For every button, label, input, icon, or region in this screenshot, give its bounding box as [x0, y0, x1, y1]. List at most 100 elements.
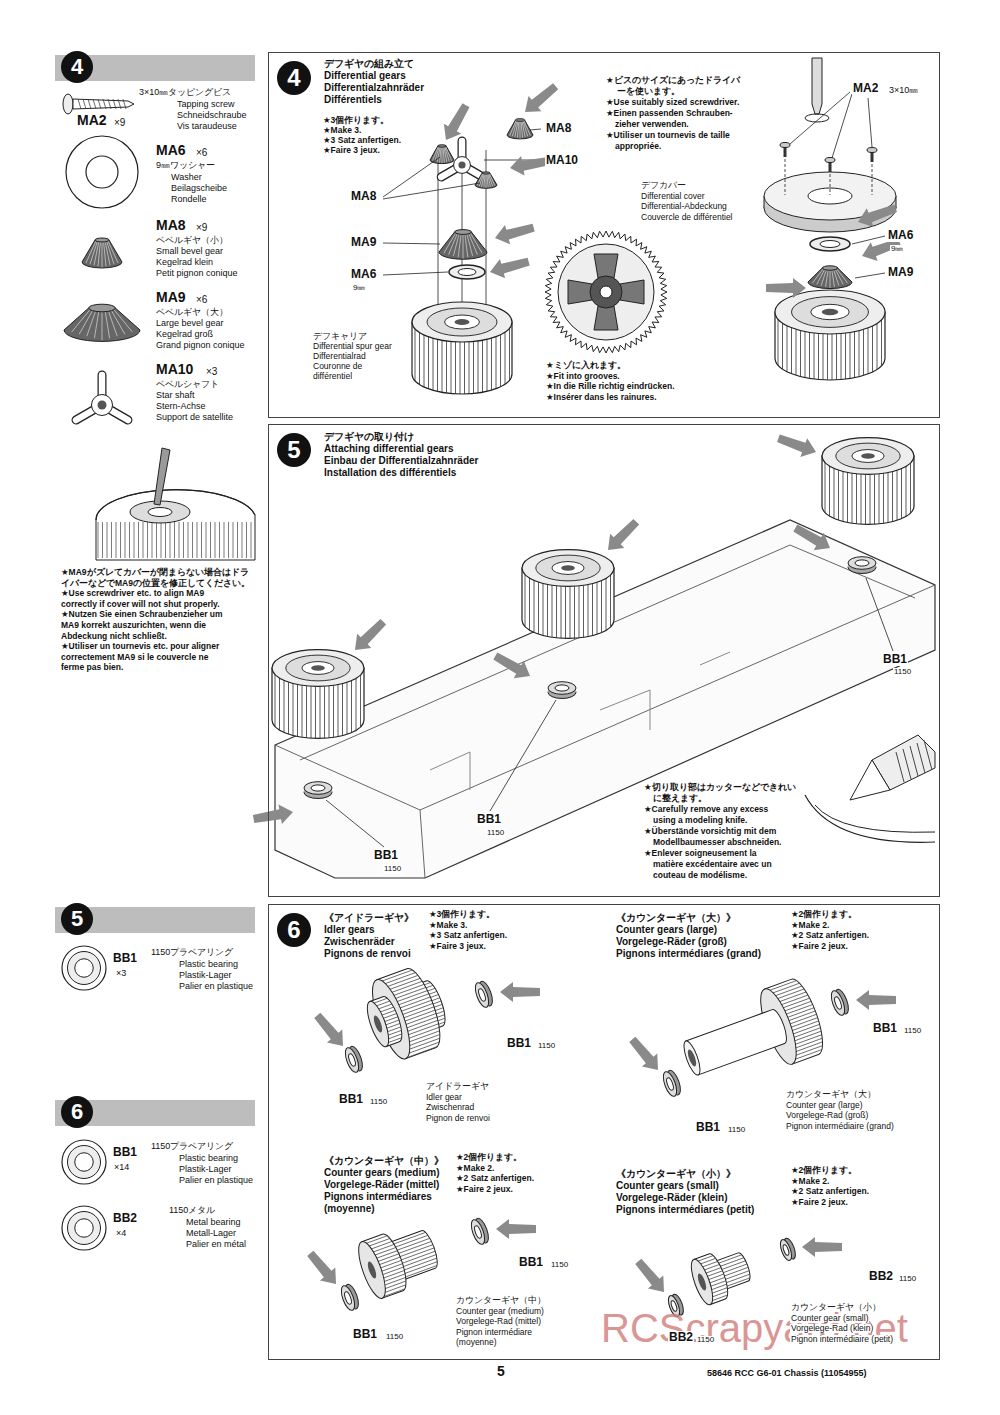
gear-tooth: [888, 473, 889, 523]
gear-tooth: [242, 522, 243, 558]
gear-tooth: [818, 334, 819, 380]
bevel-body: [439, 232, 487, 259]
note-text: Vorgelege-Rad (klein): [790, 1324, 874, 1333]
bevel-body: [808, 268, 852, 289]
gear-tooth: [854, 332, 855, 378]
gear-tooth: [610, 575, 611, 627]
note-text: ×4: [115, 1229, 127, 1239]
step-number: 5: [61, 903, 93, 935]
gear-tooth: [347, 682, 348, 734]
star-shaft: [76, 375, 128, 420]
note-text: ★Carefully remove any excess: [643, 805, 769, 814]
knife-grip: [917, 743, 925, 773]
gear-tooth: [192, 522, 193, 558]
bevel-body: [475, 173, 497, 188]
note-text: ×6: [195, 147, 208, 158]
note-text: Differentialrad: [312, 352, 367, 361]
step-number: 5: [277, 433, 311, 467]
note-text: ★2個作ります。: [455, 1153, 523, 1162]
note-text: Plastic bearing: [178, 960, 239, 970]
gear-tooth: [442, 340, 443, 392]
gear-face: [687, 1257, 717, 1307]
note-text: Petit pignon conique: [155, 269, 239, 279]
bearing: [778, 1237, 798, 1262]
chassis-edge: [815, 805, 935, 832]
note-text: ★切り取り部はカッターなどできれい: [643, 783, 797, 792]
gear-tooth: [872, 326, 873, 372]
note-text: ベベルギヤ（小）: [155, 236, 229, 246]
note-text: ★3 Satz anfertigen.: [428, 931, 508, 940]
note-text: 1150プラベアリング: [150, 948, 234, 958]
note-text: ferme pas bien.: [60, 663, 124, 672]
gear-ring: [792, 297, 869, 328]
gear-bore: [600, 286, 612, 298]
gear-tooth: [460, 342, 461, 394]
gear-tooth: [311, 686, 312, 738]
note-text: カウンターギヤ（中）: [455, 1296, 547, 1305]
note-text: ×6: [195, 294, 208, 305]
gear-top: [272, 650, 364, 687]
note-text: ★Use suitably sized screwdriver.: [605, 98, 740, 107]
screw-thread: [98, 99, 101, 109]
spur-gear: [522, 550, 614, 639]
gear-tooth: [351, 681, 352, 733]
gear-tooth: [138, 522, 139, 558]
bearing-symbol: [68, 1146, 101, 1179]
step-number: 4: [61, 51, 93, 83]
note-text: 58646 RCC G6-01 Chassis (11054955): [706, 1369, 868, 1379]
note-text: ★Make 3.: [322, 126, 362, 135]
gear-tooth: [156, 522, 157, 558]
gear-top: [775, 290, 885, 334]
bevel-tooth: [440, 146, 442, 163]
note-text: 1150: [383, 865, 402, 874]
note-text: Tapping screw: [176, 100, 236, 110]
note-text: ★Insérer dans les rainures.: [545, 393, 658, 402]
bevel-body: [430, 146, 454, 164]
bearing-bore: [555, 685, 569, 691]
note-text: Star shaft: [155, 391, 196, 401]
gear-tooth: [583, 585, 584, 637]
gear-tooth: [823, 334, 824, 380]
gear-tooth: [464, 342, 465, 394]
note-text: ★Faire 2 jeux.: [790, 1198, 849, 1207]
step-title: デフギヤの取り付け: [324, 431, 414, 442]
step-title: Zwischenräder: [324, 936, 395, 947]
gear-tooth: [487, 339, 488, 391]
part-code: 5: [496, 1364, 506, 1379]
move-arrow: [252, 802, 295, 829]
note-text: correctly if cover will not shut properl…: [60, 600, 221, 609]
gear-tooth: [834, 468, 835, 518]
screw-head: [825, 158, 835, 163]
part-code: BB2: [668, 1331, 694, 1344]
note-text: Metal bearing: [185, 1218, 242, 1228]
part-code: BB1: [338, 1093, 364, 1106]
bearing-face: [661, 1070, 680, 1098]
step-title: Counter gears (large): [616, 924, 717, 935]
gear-tooth: [538, 582, 539, 634]
step-title: Pignons intermédiares (grand): [616, 948, 761, 959]
gear-tooth: [437, 339, 438, 391]
gear-tooth: [251, 522, 252, 558]
step-title: Attaching differential gears: [324, 443, 453, 454]
bearing: [343, 1045, 365, 1074]
knife-blade: [850, 760, 890, 800]
gear-bore: [696, 1273, 708, 1292]
step-number: 6: [277, 913, 311, 947]
gear-tooth: [778, 319, 779, 365]
bevel-tooth: [113, 308, 133, 332]
bearing-face: [343, 1046, 362, 1074]
note-text: MA9 korrekt auszurichten, wenn die: [60, 621, 207, 630]
gear-tooth: [570, 586, 571, 638]
bearing-face: [339, 1284, 358, 1312]
note-text: カウンターギヤ（小）: [790, 1303, 882, 1312]
part-code: MA9: [155, 290, 187, 305]
washer-symbol: [86, 156, 118, 188]
note-text: Washer: [170, 173, 203, 183]
bevel-tooth: [442, 146, 443, 163]
bevel-gear: [82, 238, 122, 268]
gear-tooth: [505, 332, 506, 384]
bevel-tooth: [102, 240, 103, 267]
move-arrow: [625, 1033, 666, 1076]
gear-tooth: [446, 341, 447, 393]
washer-symbol: [449, 265, 485, 279]
